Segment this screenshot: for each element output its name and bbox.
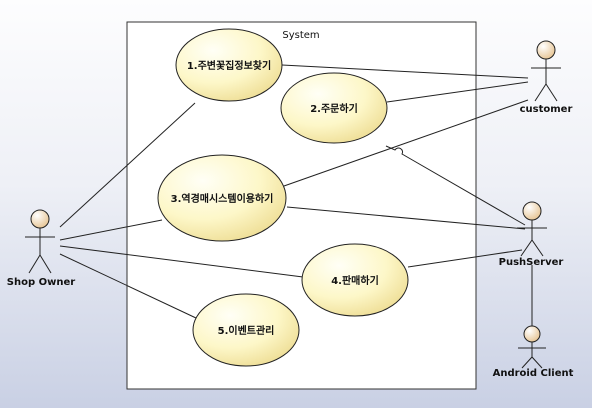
- use-case-1[interactable]: 1.주변꽃집정보찾기: [175, 28, 283, 102]
- actor-push-server[interactable]: PushServer: [499, 201, 564, 268]
- actor-shop-owner-label: Shop Owner: [7, 277, 75, 288]
- use-case-1-label: 1.주변꽃집정보찾기: [187, 59, 271, 72]
- actor-customer-label: customer: [520, 104, 573, 115]
- assoc-owner-uc5: [59, 253, 197, 319]
- assoc-uc4-pushserver: [407, 249, 523, 268]
- use-case-3[interactable]: 3.역경매시스템이용하기: [157, 154, 287, 242]
- assoc-uc3-pushserver: [286, 206, 526, 230]
- stick-figure-icon: [518, 325, 546, 369]
- use-case-4[interactable]: 4.판매하기: [301, 243, 409, 317]
- use-case-2-label: 2.주문하기: [310, 102, 358, 115]
- use-case-2[interactable]: 2.주문하기: [280, 72, 388, 144]
- use-case-5[interactable]: 5.이벤트관리: [192, 293, 300, 367]
- system-label: System: [282, 30, 319, 41]
- assoc-uc3-customer: [283, 99, 529, 187]
- assoc-uc2-customer: [386, 81, 529, 103]
- assoc-owner-uc1: [59, 102, 196, 228]
- stick-figure-icon: [517, 201, 547, 257]
- use-case-5-label: 5.이벤트관리: [218, 324, 275, 337]
- stick-figure-icon: [25, 209, 55, 274]
- use-case-4-label: 4.판매하기: [331, 274, 379, 287]
- assoc-customer-pushserver: [385, 145, 526, 226]
- actor-push-server-label: PushServer: [499, 257, 564, 268]
- associations: [59, 64, 533, 326]
- use-case-3-label: 3.역경매시스템이용하기: [171, 192, 274, 205]
- actor-android-client-label: Android Client: [493, 368, 574, 379]
- stick-figure-icon: [531, 40, 561, 102]
- actor-android-client[interactable]: Android Client: [493, 325, 574, 379]
- assoc-uc1-customer: [281, 64, 529, 79]
- assoc-owner-uc4: [59, 245, 304, 278]
- actor-customer[interactable]: customer: [520, 40, 573, 115]
- assoc-owner-uc3: [59, 219, 163, 241]
- actor-shop-owner[interactable]: Shop Owner: [7, 209, 75, 288]
